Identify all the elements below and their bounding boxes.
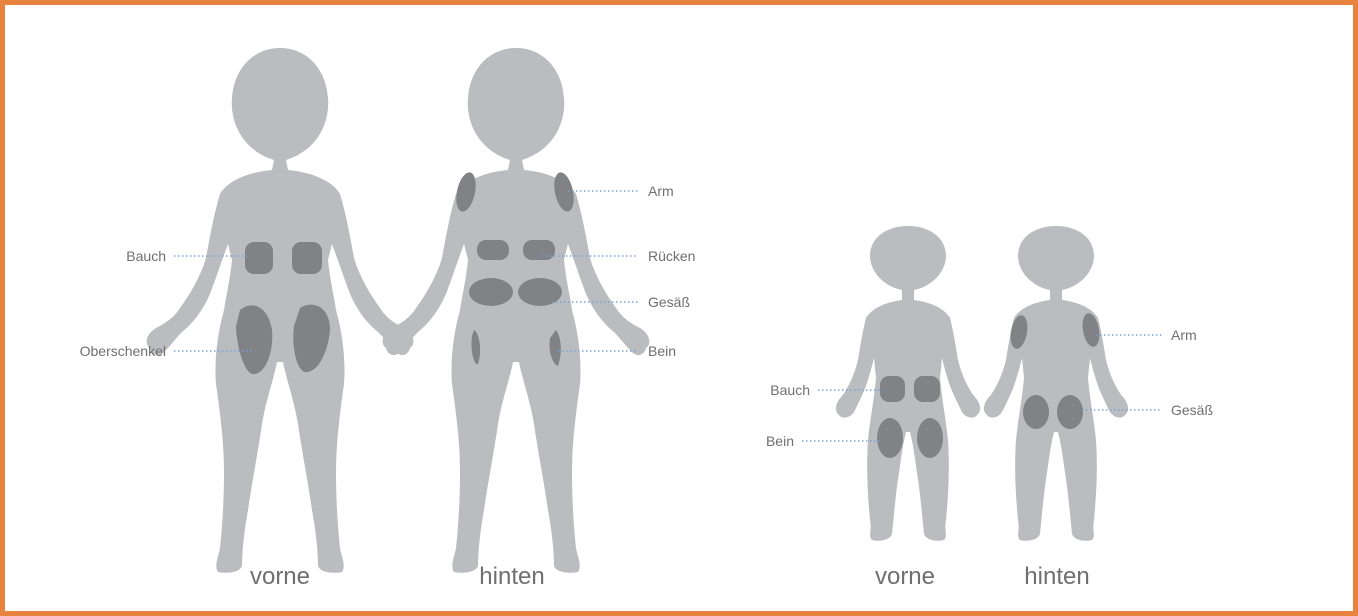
label-adult-arm: Arm	[648, 183, 674, 199]
zone-buttock-right	[518, 278, 562, 306]
captions: vorne hinten vorne hinten	[250, 563, 1090, 590]
zone-abdomen-right	[292, 242, 322, 274]
label-child-bauch: Bauch	[770, 382, 810, 398]
label-child-bein: Bein	[766, 433, 794, 449]
child-front-figure	[836, 226, 980, 541]
label-child-arm: Arm	[1171, 327, 1197, 343]
zone-child-abdomen-right	[914, 376, 940, 402]
label-adult-ruecken: Rücken	[648, 248, 695, 264]
label-adult-bauch: Bauch	[126, 248, 166, 264]
zone-back-right	[523, 240, 555, 260]
label-adult-oberschenkel: Oberschenkel	[80, 343, 166, 359]
zone-buttock-left	[469, 278, 513, 306]
zone-child-abdomen-left	[880, 376, 905, 402]
zone-child-buttock-left	[1023, 395, 1049, 429]
zone-child-leg-right	[917, 418, 943, 458]
zone-child-leg-left	[877, 418, 903, 458]
adult-back-figure	[383, 48, 650, 573]
zone-child-buttock-right	[1057, 395, 1083, 429]
child-back-figure	[984, 226, 1128, 541]
zone-back-left	[477, 240, 509, 260]
label-child-gesaess: Gesäß	[1171, 402, 1213, 418]
caption-adult-front: vorne	[250, 563, 310, 590]
label-adult-bein: Bein	[648, 343, 676, 359]
caption-child-front: vorne	[875, 563, 935, 590]
zone-abdomen-left	[245, 242, 273, 274]
caption-child-back: hinten	[1024, 563, 1089, 590]
label-adult-gesaess: Gesäß	[648, 294, 690, 310]
adult-front-figure	[147, 48, 414, 573]
caption-adult-back: hinten	[479, 563, 544, 590]
